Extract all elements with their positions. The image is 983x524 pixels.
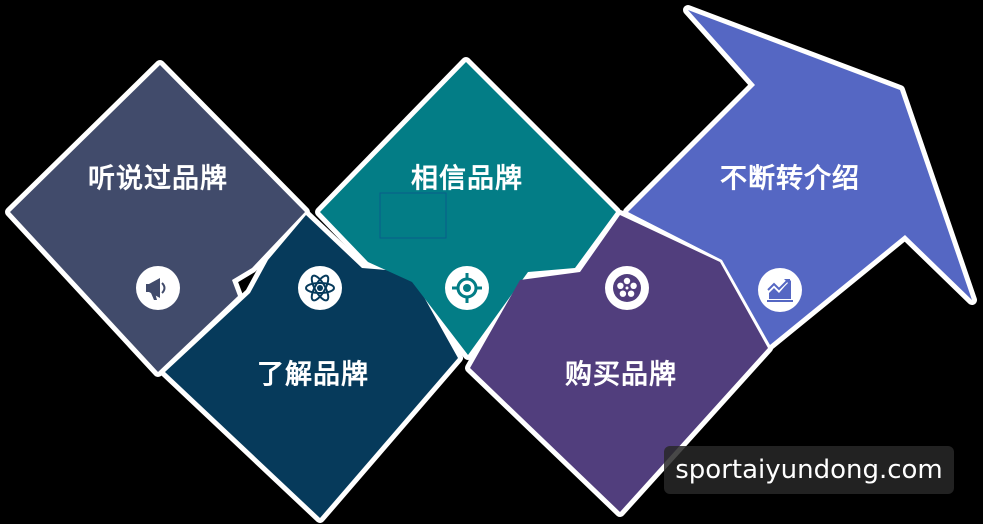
step-4-label: 购买品牌: [565, 359, 677, 391]
step-2-shape: [165, 215, 458, 518]
step-5-label: 不断转介绍: [720, 163, 860, 195]
step-1-shape: [10, 65, 305, 372]
step-4-shape: [470, 215, 768, 512]
step-3-label: 相信品牌: [411, 163, 523, 195]
atom-icon: [298, 266, 342, 310]
film-reel-icon: [605, 266, 649, 310]
step-1-label: 听说过品牌: [88, 163, 228, 195]
watermark: sportaiyundong.com: [664, 446, 954, 494]
focus-rect: [379, 192, 447, 239]
step-5-arrow-shape: [628, 10, 972, 345]
step-3-shape: [320, 62, 616, 355]
growth-chart-icon: [758, 268, 802, 312]
target-icon: [445, 266, 489, 310]
megaphone-icon: [136, 266, 180, 310]
step-2-label: 了解品牌: [257, 359, 369, 391]
